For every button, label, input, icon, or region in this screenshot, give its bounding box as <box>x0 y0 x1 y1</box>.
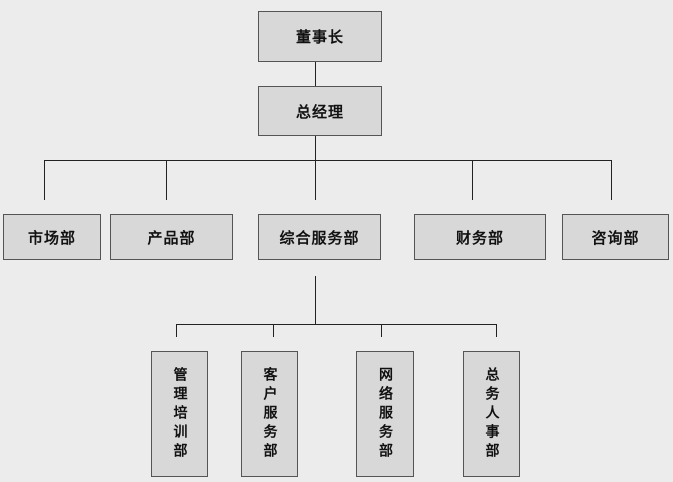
sub-department-label: 网络服务部 <box>377 366 393 462</box>
department-box-general-services: 综合服务部 <box>258 214 381 260</box>
general-manager-box: 总经理 <box>258 86 382 136</box>
department-label: 咨询部 <box>591 228 640 247</box>
sub-department-label: 管理培训部 <box>171 366 188 462</box>
general-manager-label: 总经理 <box>295 102 344 121</box>
department-label: 产品部 <box>147 228 196 247</box>
department-box-finance: 财务部 <box>414 214 546 260</box>
sub-department-label: 客户服务部 <box>261 366 278 462</box>
department-label: 市场部 <box>27 228 76 247</box>
department-label: 综合服务部 <box>279 228 360 247</box>
department-label: 财务部 <box>455 228 504 247</box>
department-box-consulting: 咨询部 <box>562 214 669 260</box>
sub-department-box-customer-service: 客户服务部 <box>241 351 298 477</box>
chairman-box: 董事长 <box>258 11 382 62</box>
department-box-product: 产品部 <box>110 214 233 260</box>
department-box-market: 市场部 <box>3 214 101 260</box>
sub-department-box-training: 管理培训部 <box>151 351 208 477</box>
sub-department-label: 总务人事部 <box>483 366 500 462</box>
sub-department-box-network-service: 网络服务部 <box>356 351 414 477</box>
sub-department-box-admin-hr: 总务人事部 <box>463 351 520 477</box>
chairman-label: 董事长 <box>295 28 344 46</box>
